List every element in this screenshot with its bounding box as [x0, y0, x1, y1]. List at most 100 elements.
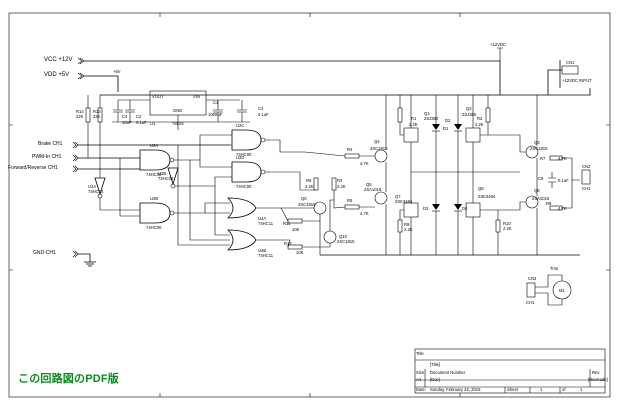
cn2-label: CH1 [582, 186, 591, 191]
r13-val: 22K [93, 114, 101, 119]
mosfet-q2 [465, 127, 481, 143]
diode-d2 [454, 124, 462, 130]
rev-value: [RevCode] [588, 377, 608, 382]
date-label: Date: [416, 387, 426, 392]
c6-ref: C6 [538, 176, 544, 181]
d4-ref: D4 [462, 206, 468, 211]
c2-val: 0.1uF [136, 120, 147, 125]
nand-gate-u2b [139, 202, 171, 224]
nand-gate-u2a [139, 149, 171, 171]
plus5-top-label: +5V [113, 69, 121, 74]
q10-part: 2SC1815 [337, 239, 355, 244]
c1-val: 1000uF [208, 112, 223, 117]
mosfet-q8 [465, 202, 481, 218]
u2c-part: 74HC00 [236, 152, 252, 157]
q7-part: 2SK3484 [395, 199, 413, 204]
d1-ref: D1 [443, 126, 449, 131]
u4b-ref: U4B [258, 248, 266, 253]
q4-ref: Q4 [374, 139, 380, 144]
and-gate-u4b [227, 229, 257, 251]
diode-d3 [432, 204, 440, 210]
q3-part: 2SC1815 [530, 146, 548, 151]
nand-gate-u2c [231, 129, 262, 151]
logic-section: U2A 74HC00 U3A 74HC04 U3B 74HC04 U2B 74H… [88, 123, 305, 258]
q2-ref: Q2 [466, 106, 472, 111]
mosfet-q1 [403, 127, 419, 143]
size-value: A4 [416, 377, 422, 382]
r10-ref: R10 [503, 221, 511, 226]
r3-ref: R3 [337, 178, 343, 183]
c4-ref: C4 [122, 114, 128, 119]
input-connector [561, 65, 579, 75]
title-block: Title [Title] Size A4 Document Number [D… [414, 348, 608, 394]
u4b-part: 74HC11 [258, 253, 274, 258]
r1-val: 2.2K [409, 122, 418, 127]
plus12-top-label: +12VDC [490, 42, 506, 47]
diode-d4 [454, 204, 462, 210]
nand-gate-u2d [231, 161, 262, 183]
u2a-ref: U2A [150, 143, 158, 148]
input-connector-ref: CN1 [566, 60, 575, 65]
size-label: Size [416, 370, 425, 375]
u4a-ref: U4A [258, 216, 266, 221]
driver-section: R4 4.7K R5 4.7K R6 2.2K R3 2.2K R11 10K … [280, 95, 388, 255]
u4a-part: 74HC11 [258, 221, 274, 226]
r13-ref: R13 [93, 109, 101, 114]
u2d-ref: U2D [236, 155, 244, 160]
input-signals: Brake CH1 PWM-In CH1 Forward/Reverse CH1… [8, 95, 230, 267]
q8-ref: Q8 [478, 186, 484, 191]
pdf-version-link[interactable]: この回路図のPDF版 [18, 373, 119, 385]
r11-ref: R11 [283, 221, 291, 226]
c3-ref: C3 [258, 106, 264, 111]
docnum-value: [Doc] [430, 377, 440, 382]
r4-ref: R4 [347, 147, 353, 152]
r7-val: 4.7K [558, 156, 567, 161]
sheet-label: Sheet [507, 387, 519, 392]
r10-val: 2.2K [503, 226, 512, 231]
sheet-total: 1 [580, 387, 583, 392]
sheet-number: 1 [540, 387, 543, 392]
r9-ref: R9 [404, 222, 410, 227]
u2b-ref: U2B [150, 196, 158, 201]
r5-ref: R5 [347, 198, 353, 203]
motor-section: CN3 CH1 M1 Trim [526, 266, 572, 306]
cn2-ref: CN2 [582, 164, 591, 169]
q1-ref: Q1 [424, 111, 430, 116]
gnd-label: GND-CH1 [33, 250, 56, 256]
u2c-ref: U2C [236, 123, 244, 128]
c3-val: 0.1uF [258, 112, 269, 117]
docnum-label: Document Number [430, 370, 466, 375]
diode-d1 [432, 124, 440, 130]
r8-val: 4.7K [558, 206, 567, 211]
mosfet-q7 [403, 202, 419, 218]
cn3-label: CH1 [526, 300, 535, 305]
q1-part: 2SJ380 [424, 116, 439, 121]
reg-pin-gnd: GND [173, 108, 182, 113]
q6-part: 2SC1815 [298, 202, 316, 207]
cn3-ref: CN3 [528, 276, 537, 281]
transistor-q6 [313, 201, 327, 215]
pwm-label: PWM-In CH1 [32, 154, 62, 160]
q8-part: 2SK3484 [478, 194, 496, 199]
vcc-label: VCC +12V [44, 57, 73, 63]
u3a-part: 74HC04 [88, 189, 104, 194]
q5-part: 2SA1015 [364, 187, 382, 192]
r12-val: 10K [296, 250, 304, 255]
drawing-frame [8, 12, 611, 398]
q5-ref: Q5 [366, 182, 372, 187]
connector-cn3 [526, 282, 536, 298]
u2b-part: 74HC00 [146, 225, 162, 230]
c6-val: 0.1uF [558, 178, 569, 183]
r2-val: 2.2K [475, 122, 484, 127]
of-label: of [562, 387, 566, 392]
c4-val: 10uF [122, 120, 132, 125]
q10-ref: Q10 [339, 234, 348, 239]
r6-val: 2.2K [305, 184, 314, 189]
title-label: Title [416, 351, 424, 356]
q4-part: 2SC1815 [370, 146, 388, 151]
q7-ref: Q7 [395, 194, 401, 199]
r4-val: 4.7K [360, 161, 369, 166]
inverter-u3b [167, 167, 179, 186]
brake-label: Brake CH1 [38, 141, 63, 147]
u3b-part: 74HC04 [158, 176, 174, 181]
